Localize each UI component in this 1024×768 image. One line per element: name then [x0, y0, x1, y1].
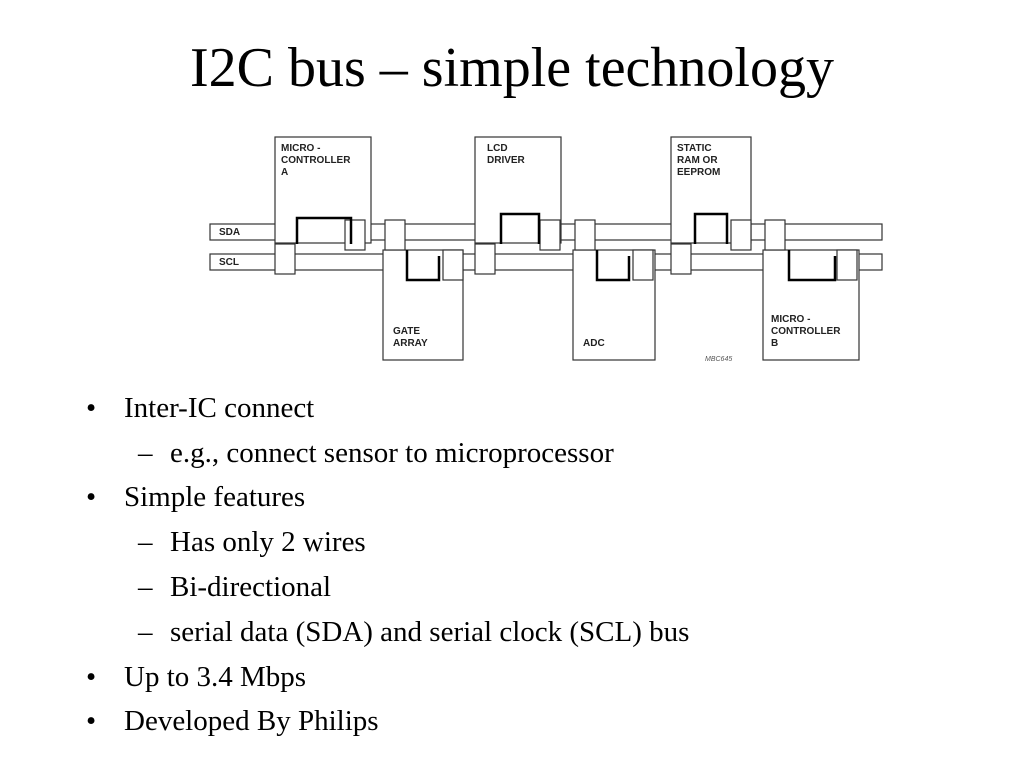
device-adc: ADC	[572, 219, 656, 361]
pin-tab	[836, 249, 858, 281]
device-label-line: MICRO -	[771, 314, 810, 325]
connection-lead	[595, 250, 631, 282]
pin-tab	[344, 219, 366, 251]
bullet-marker: •	[86, 481, 97, 513]
pin-tab	[539, 219, 561, 251]
device-label-line: RAM OR	[677, 155, 718, 166]
figure-code: MBC645	[705, 356, 732, 363]
device-lcd-driver: LCD DRIVER	[474, 136, 562, 275]
pin-tab	[442, 249, 464, 281]
bullet-marker: •	[86, 661, 97, 693]
device-label-line: GATE	[393, 326, 420, 337]
pin-tab	[574, 219, 596, 251]
device-label-line: CONTROLLER	[281, 155, 351, 166]
pin-tab	[474, 243, 496, 275]
device-static-ram-eeprom: STATIC RAM OR EEPROM	[670, 136, 752, 275]
pin-tab	[384, 219, 406, 251]
scl-bus-line	[209, 253, 883, 271]
pin-tab	[274, 243, 296, 275]
device-label-line: STATIC	[677, 143, 712, 154]
device-label-line: LCD	[487, 143, 508, 154]
connection-lead	[405, 250, 441, 282]
bullet-marker: –	[138, 616, 153, 648]
connection-lead	[295, 216, 353, 244]
device-label-line: B	[771, 338, 778, 349]
device-label-line: MICRO -	[281, 143, 320, 154]
bullet-marker: –	[138, 571, 153, 603]
connection-lead	[787, 250, 837, 282]
bullet-text: Simple features	[124, 481, 306, 513]
pin-tab	[632, 249, 654, 281]
device-label-line: DRIVER	[487, 155, 526, 166]
bullet-text: Bi-directional	[170, 571, 332, 603]
device-label-line: ADC	[583, 338, 605, 349]
i2c-bus-diagram: SDA SCL MICRO - CONTROLLER A LCD DRIVER …	[205, 132, 885, 373]
bullet-text: e.g., connect sensor to microprocessor	[170, 437, 614, 469]
bullet-marker: •	[86, 705, 97, 737]
scl-label: SCL	[219, 257, 239, 268]
device-label-line: A	[281, 167, 288, 178]
bullet-text: Inter-IC connect	[124, 392, 315, 424]
device-microcontroller-b: MICRO - CONTROLLER B	[762, 219, 860, 361]
connection-lead	[499, 212, 541, 244]
device-gate-array: GATE ARRAY	[382, 219, 464, 361]
pin-tab	[670, 243, 692, 275]
device-label-line: ARRAY	[393, 338, 428, 349]
bullet-text: serial data (SDA) and serial clock (SCL)…	[170, 616, 690, 648]
bullet-text: Developed By Philips	[124, 705, 379, 737]
bullet-marker: –	[138, 526, 153, 558]
pin-tab	[730, 219, 752, 251]
bullet-marker: –	[138, 437, 153, 469]
bullet-marker: •	[86, 392, 97, 424]
device-microcontroller-a: MICRO - CONTROLLER A	[274, 136, 372, 275]
pin-tab	[764, 219, 786, 251]
bullet-text: Has only 2 wires	[170, 526, 366, 558]
connection-lead	[693, 212, 729, 244]
device-label-line: EEPROM	[677, 167, 720, 178]
bullet-text: Up to 3.4 Mbps	[124, 661, 307, 693]
slide-title: I2C bus – simple technology	[190, 37, 834, 99]
device-label-line: CONTROLLER	[771, 326, 841, 337]
sda-label: SDA	[219, 227, 240, 238]
